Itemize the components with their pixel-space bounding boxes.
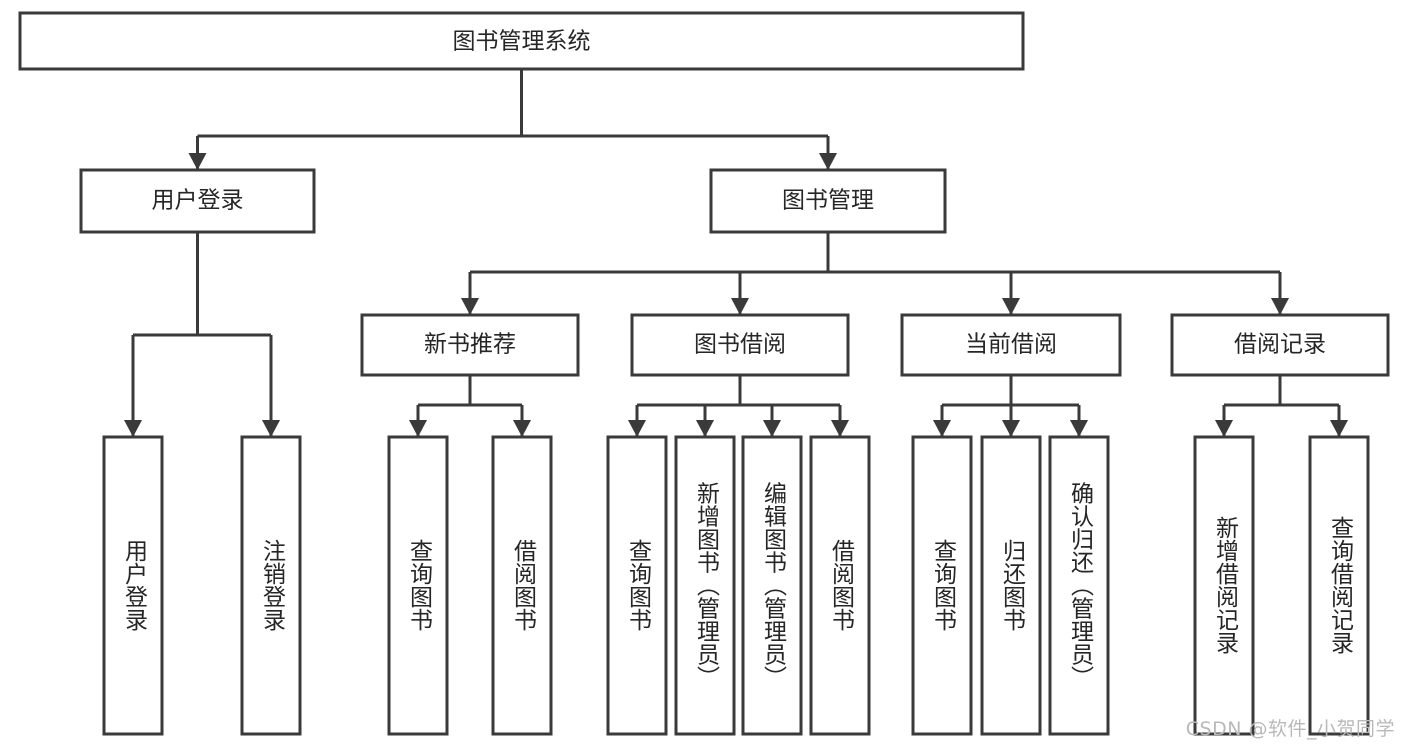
node-leaf-query-book-2-box[interactable] xyxy=(606,435,668,736)
node-borrow-record[interactable]: 借阅记录 xyxy=(1170,313,1390,377)
node-current-borrow-label: 当前借阅 xyxy=(965,332,1057,358)
node-current-borrow[interactable]: 当前借阅 xyxy=(900,313,1122,377)
node-leaf-query-book-1-box[interactable] xyxy=(387,435,449,736)
node-leaf-query-record[interactable]: 查询借阅记录 xyxy=(1308,435,1370,736)
node-leaf-confirm-return-label: 确认归还（管理员） xyxy=(1067,482,1095,689)
node-current-borrow-box[interactable] xyxy=(900,313,1122,377)
arrow-root-to-user-login xyxy=(188,153,207,170)
arrow-borrow-leaf-1 xyxy=(628,420,646,437)
node-leaf-query-book-3-label: 查询图书 xyxy=(930,539,958,631)
arrow-recommend-leaf-1 xyxy=(409,420,427,437)
node-leaf-add-record[interactable]: 新增借阅记录 xyxy=(1193,435,1255,736)
node-new-book-recommend-box[interactable] xyxy=(360,313,580,377)
arrow-record-leaf-1 xyxy=(1215,420,1233,437)
node-leaf-edit-book-label: 编辑图书（管理员） xyxy=(760,482,788,689)
node-root-box[interactable] xyxy=(18,11,1025,71)
node-user-login-label: 用户登录 xyxy=(152,188,244,214)
arrow-book-manage-to-borrow xyxy=(731,298,749,315)
node-leaf-return-book[interactable]: 归还图书 xyxy=(980,435,1042,736)
node-root-label: 图书管理系统 xyxy=(453,29,591,55)
node-leaf-query-book-3[interactable]: 查询图书 xyxy=(911,435,973,736)
node-leaf-borrow-book-1[interactable]: 借阅图书 xyxy=(491,435,553,736)
node-user-login-box[interactable] xyxy=(79,168,316,234)
node-root[interactable]: 图书管理系统 xyxy=(18,11,1025,71)
node-leaf-logout-login[interactable]: 注销登录 xyxy=(240,435,302,736)
node-leaf-query-book-3-box[interactable] xyxy=(911,435,973,736)
node-leaf-borrow-book-2[interactable]: 借阅图书 xyxy=(809,435,871,736)
node-book-manage[interactable]: 图书管理 xyxy=(709,168,947,234)
node-book-manage-label: 图书管理 xyxy=(782,188,874,214)
arrow-user-login-leaf-1 xyxy=(124,420,142,437)
node-user-login[interactable]: 用户登录 xyxy=(79,168,316,234)
arrow-current-leaf-2 xyxy=(1002,420,1020,437)
node-leaf-confirm-return-box[interactable] xyxy=(1048,435,1110,736)
arrow-book-manage-to-current xyxy=(1002,298,1020,315)
node-borrow-record-box[interactable] xyxy=(1170,313,1390,377)
arrow-borrow-leaf-3 xyxy=(763,420,781,437)
arrow-user-login-leaf-2 xyxy=(262,420,280,437)
arrow-recommend-leaf-2 xyxy=(513,420,531,437)
node-leaf-edit-book-box[interactable] xyxy=(741,435,803,736)
node-leaf-query-book-2-label: 查询图书 xyxy=(625,539,653,631)
node-book-borrow[interactable]: 图书借阅 xyxy=(630,313,850,377)
node-leaf-add-record-label: 新增借阅记录 xyxy=(1212,516,1240,654)
node-book-borrow-label: 图书借阅 xyxy=(694,332,786,358)
node-leaf-query-record-box[interactable] xyxy=(1308,435,1370,736)
node-leaf-user-login-box[interactable] xyxy=(102,435,164,736)
arrow-borrow-leaf-4 xyxy=(831,420,849,437)
node-leaf-logout-login-label: 注销登录 xyxy=(259,539,287,631)
node-leaf-query-record-label: 查询借阅记录 xyxy=(1327,516,1355,654)
arrow-book-manage-to-recommend xyxy=(461,298,479,315)
node-leaf-confirm-return[interactable]: 确认归还（管理员） xyxy=(1048,435,1110,736)
arrow-borrow-leaf-2 xyxy=(696,420,714,437)
node-leaf-query-book-1[interactable]: 查询图书 xyxy=(387,435,449,736)
node-leaf-logout-login-box[interactable] xyxy=(240,435,302,736)
node-leaf-borrow-book-1-box[interactable] xyxy=(491,435,553,736)
arrow-record-leaf-2 xyxy=(1330,420,1348,437)
node-new-book-recommend-label: 新书推荐 xyxy=(424,332,516,358)
node-leaf-query-book-1-label: 查询图书 xyxy=(406,539,434,631)
arrow-book-manage-to-record xyxy=(1271,298,1289,315)
node-leaf-user-login[interactable]: 用户登录 xyxy=(102,435,164,736)
node-borrow-record-label: 借阅记录 xyxy=(1234,332,1326,358)
node-leaf-return-book-box[interactable] xyxy=(980,435,1042,736)
node-leaf-return-book-label: 归还图书 xyxy=(999,539,1027,631)
node-leaf-borrow-book-1-label: 借阅图书 xyxy=(510,539,538,631)
arrow-current-leaf-3 xyxy=(1070,420,1088,437)
node-leaf-borrow-book-2-label: 借阅图书 xyxy=(828,539,856,631)
node-leaf-add-book-box[interactable] xyxy=(674,435,736,736)
arrow-current-leaf-1 xyxy=(933,420,951,437)
connector-layer xyxy=(124,69,1348,437)
node-leaf-add-record-box[interactable] xyxy=(1193,435,1255,736)
node-leaf-add-book[interactable]: 新增图书（管理员） xyxy=(674,435,736,736)
node-leaf-user-login-label: 用户登录 xyxy=(121,539,149,631)
node-leaf-query-book-2[interactable]: 查询图书 xyxy=(606,435,668,736)
node-leaf-edit-book[interactable]: 编辑图书（管理员） xyxy=(741,435,803,736)
node-book-borrow-box[interactable] xyxy=(630,313,850,377)
node-book-manage-box[interactable] xyxy=(709,168,947,234)
node-new-book-recommend[interactable]: 新书推荐 xyxy=(360,313,580,377)
node-leaf-borrow-book-2-box[interactable] xyxy=(809,435,871,736)
node-leaf-add-book-label: 新增图书（管理员） xyxy=(693,482,721,689)
arrow-root-to-book-manage xyxy=(819,153,837,170)
